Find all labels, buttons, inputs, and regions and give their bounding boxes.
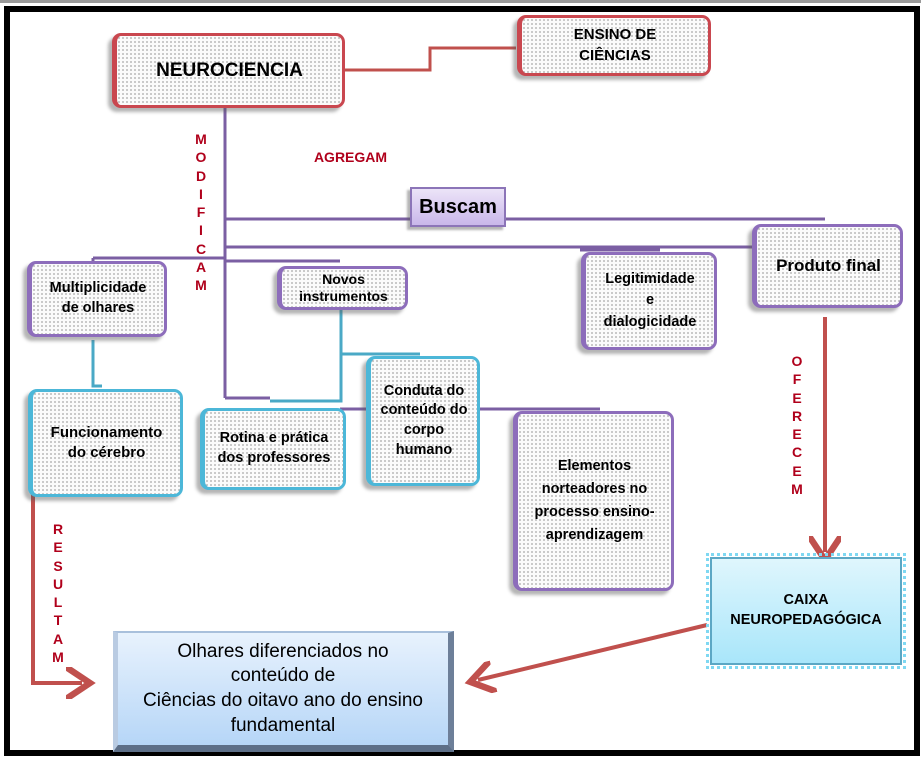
node-caixa-neuropedagogica[interactable]: CAIXA NEUROPEDAGÓGICA [706, 553, 906, 669]
connector-novos-rotina [270, 310, 343, 403]
node-conduta-label: Conduta do conteúdo do corpo humano [380, 382, 468, 458]
top-edge [0, 0, 921, 3]
connector-caixa-olhares [478, 623, 708, 680]
node-funcionamento[interactable]: Funcionamento do cérebro [28, 389, 183, 497]
node-produto-final[interactable]: Produto final [752, 224, 903, 308]
node-legitimidade[interactable]: Legitimidade e dialogicidade [581, 252, 717, 350]
node-neurociencia-label: NEUROCIENCIA [156, 59, 303, 81]
edge-label-agregam: AGREGAM [313, 149, 388, 165]
node-legitimidade-label: Legitimidade e dialogicidade [603, 271, 697, 330]
node-caixa-label: CAIXA NEUROPEDAGÓGICA [730, 592, 882, 628]
connector-multiplicidade-funcionamento [91, 340, 102, 388]
node-funcionamento-label: Funcionamento do cérebro [50, 423, 163, 461]
node-elementos[interactable]: Elementos norteadores no processo ensino… [513, 411, 674, 591]
node-conduta[interactable]: Conduta do conteúdo do corpo humano [366, 356, 480, 486]
node-rotina[interactable]: Rotina e prática dos professores [200, 408, 346, 490]
node-novos-instrumentos-label: Novos instrumentos [299, 270, 388, 305]
node-buscam-label: Buscam [419, 195, 497, 218]
node-olhares-label: Olhares diferenciados no conteúdo de Ciê… [143, 640, 423, 736]
node-ensino-de-ciencias-label: ENSINO DE CIÊNCIAS [573, 26, 657, 64]
edge-label-oferecem: O F E R E C E M [791, 353, 803, 498]
node-buscam[interactable]: Buscam [410, 187, 506, 227]
node-produto-final-label: Produto final [776, 255, 881, 275]
node-multiplicidade[interactable]: Multiplicidade de olhares [27, 261, 167, 337]
node-multiplicidade-label: Multiplicidade de olhares [49, 280, 147, 316]
node-rotina-label: Rotina e prática dos professores [217, 430, 331, 466]
node-neurociencia[interactable]: NEUROCIENCIA [112, 33, 345, 108]
connector-resultam [31, 475, 82, 683]
connector-neuro-ensino [345, 46, 516, 72]
node-olhares-diferenciados[interactable]: Olhares diferenciados no conteúdo de Ciê… [113, 631, 454, 752]
node-elementos-label: Elementos norteadores no processo ensino… [534, 457, 655, 544]
edge-label-resultam: R E S U L T A M [52, 521, 64, 666]
node-novos-instrumentos[interactable]: Novos instrumentos [277, 266, 408, 310]
edge-label-modificam: M O D I F I C A M [195, 131, 207, 294]
node-ensino-de-ciencias[interactable]: ENSINO DE CIÊNCIAS [517, 15, 711, 76]
